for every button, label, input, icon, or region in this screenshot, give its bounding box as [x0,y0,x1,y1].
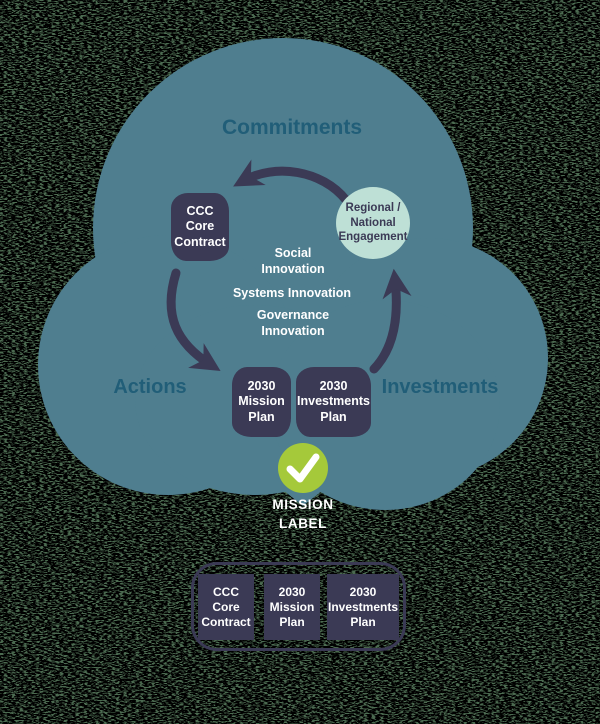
regional-circle-line: Regional / [345,201,401,214]
legend-box-line: Investments [327,599,399,614]
ccc-core-contract-box: CCC Core Contract [171,193,229,261]
label-social-innovation: Social Innovation [261,246,324,277]
governance-line: Innovation [261,323,325,338]
legend-box-investments-plan: 2030 Investments Plan [327,574,399,640]
social-line: Social [274,246,312,260]
legend-box-line: Plan [350,614,376,629]
heading-actions: Actions [113,376,187,398]
legend-outline-frame [191,562,406,651]
mission-label-line: MISSION [272,497,334,512]
cycle-arrow-top [233,159,351,205]
ccc-box-line: Contract [174,234,226,249]
mission-label-line: LABEL [279,515,327,531]
label-governance-innovation: Governance Innovation [257,308,329,339]
legend-box-line: Mission [269,599,315,614]
mission-box-line: Plan [248,409,275,424]
ccc-box-line: CCC [186,203,214,218]
legend-box-line: Plan [279,614,305,629]
trefoil-cloud [38,38,548,510]
governance-line: Governance [256,308,330,322]
legend-box-line: 2030 [278,584,306,599]
label-systems-innovation: Systems Innovation [233,286,351,302]
legend-box-mission-plan: 2030 Mission Plan [264,574,320,640]
investments-box-line: 2030 [319,378,348,393]
regional-circle-line: National [350,216,396,229]
legend-box-line: Core [212,599,240,614]
mission-box-line: Mission [238,394,285,409]
cycle-arrow-right [369,268,412,374]
check-badge [278,443,328,493]
cycle-arrow-left [166,268,221,372]
mission-plan-box: 2030 Mission Plan [232,367,291,437]
systems-line: Systems Innovation [232,286,352,300]
legend-box-ccc-core-contract: CCC Core Contract [198,574,254,640]
legend-box-line: Contract [201,614,251,629]
investments-plan-box: 2030 Investments Plan [296,367,371,437]
regional-national-engagement-circle: Regional / National Engagement [336,187,410,259]
regional-circle-line: Engagement [338,231,408,244]
checkmark-icon [286,453,320,483]
mission-box-line: 2030 [247,378,276,393]
legend-box-line: 2030 [349,584,377,599]
heading-investments: Investments [381,376,499,398]
legend-box-line: CCC [213,584,239,599]
social-line: Innovation [261,261,325,276]
investments-box-line: Plan [320,409,347,424]
mission-label-logo: MISSION LABEL [272,496,333,534]
investments-box-line: Investments [297,394,370,409]
ccc-box-line: Core [185,219,215,234]
heading-commitments: Commitments [221,116,363,139]
